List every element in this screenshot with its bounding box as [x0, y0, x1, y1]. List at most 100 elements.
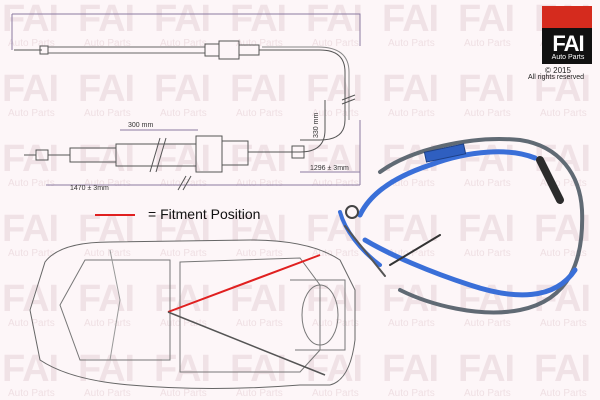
watermark-fai-text: FAI: [230, 68, 287, 110]
watermark-sub-text: Auto Parts: [388, 108, 435, 119]
rights-text: All rights reserved: [528, 74, 585, 81]
watermark-fai-text: FAI: [382, 68, 439, 110]
watermark-fai-text: FAI: [306, 138, 363, 180]
watermark-sub-text: Auto Parts: [312, 38, 359, 49]
logo-red-band: [542, 6, 592, 28]
watermark-fai-text: FAI: [382, 278, 439, 320]
watermark-sub-text: Auto Parts: [540, 388, 587, 399]
logo-text: FAI: [552, 31, 584, 56]
watermark-sub-text: Auto Parts: [540, 318, 587, 329]
watermark-sub-text: Auto Parts: [84, 178, 131, 189]
watermark-sub-text: Auto Parts: [236, 108, 283, 119]
watermark-fai-text: FAI: [458, 68, 515, 110]
watermark-fai-text: FAI: [306, 208, 363, 250]
watermark-sub-text: Auto Parts: [236, 318, 283, 329]
watermark-sub-text: Auto Parts: [8, 178, 55, 189]
watermark-sub-text: Auto Parts: [540, 178, 587, 189]
car-outline: [29, 239, 356, 389]
watermark-sub-text: Auto Parts: [388, 388, 435, 399]
watermark-sub-text: Auto Parts: [464, 248, 511, 259]
watermark-fai-text: FAI: [230, 208, 287, 250]
cable-route-line: [167, 311, 326, 376]
watermark-fai-text: FAI: [306, 68, 363, 110]
lower-cable-drawing: [24, 100, 361, 191]
watermark-fai-text: FAI: [154, 0, 211, 40]
watermark-sub-text: Auto Parts: [388, 248, 435, 259]
copyright-text: © 2015: [545, 66, 571, 75]
watermark-sub-text: Auto Parts: [540, 248, 587, 259]
watermark-fai-text: FAI: [534, 68, 591, 110]
watermark-sub-text: Auto Parts: [8, 248, 55, 259]
dim-1470: 1470 ± 3mm: [70, 185, 109, 192]
watermark-fai-text: FAI: [2, 68, 59, 110]
upper-cable-drawing: [11, 13, 361, 141]
watermark-fai-text: FAI: [458, 138, 515, 180]
watermark-fai-text: FAI: [534, 348, 591, 390]
watermark-fai-text: FAI: [2, 208, 59, 250]
watermark-sub-text: Auto Parts: [8, 108, 55, 119]
watermark-fai-text: FAI: [2, 348, 59, 390]
watermark-sub-text: Auto Parts: [84, 38, 131, 49]
watermark-sub-text: Auto Parts: [312, 388, 359, 399]
watermark-sub-text: Auto Parts: [464, 108, 511, 119]
watermark-fai-text: FAI: [2, 138, 59, 180]
fitment-line: [167, 254, 321, 313]
watermark-sub-text: Auto Parts: [236, 178, 283, 189]
watermark-sub-text: Auto Parts: [388, 318, 435, 329]
watermark-fai-text: FAI: [78, 348, 135, 390]
watermark-fai-text: FAI: [306, 0, 363, 40]
watermark-fai-text: FAI: [230, 0, 287, 40]
watermark-fai-text: FAI: [382, 0, 439, 40]
watermark-sub-text: Auto Parts: [8, 318, 55, 329]
dim-300: 300 mm: [128, 122, 153, 129]
watermark-sub-text: Auto Parts: [8, 38, 55, 49]
cable-photo: [338, 137, 585, 315]
watermark-sub-text: Auto Parts: [160, 108, 207, 119]
logo-subtext: Auto Parts: [551, 54, 585, 61]
watermark-sub-text: Auto Parts: [464, 318, 511, 329]
watermark-fai-text: FAI: [78, 68, 135, 110]
watermark-fai-text: FAI: [154, 208, 211, 250]
watermark-sub-text: Auto Parts: [464, 38, 511, 49]
watermark-fai-text: FAI: [458, 208, 515, 250]
watermark-fai-text: FAI: [230, 138, 287, 180]
watermark-fai-text: FAI: [382, 208, 439, 250]
watermark-fai-text: FAI: [458, 0, 515, 40]
watermark-sub-text: Auto Parts: [84, 318, 131, 329]
watermark-fai-text: FAI: [382, 348, 439, 390]
watermark-sub-text: Auto Parts: [312, 248, 359, 259]
watermark-sub-text: Auto Parts: [84, 388, 131, 399]
watermark-sub-text: Auto Parts: [84, 248, 131, 259]
spring-coil: [48, 46, 205, 54]
watermark-sub-text: Auto Parts: [160, 178, 207, 189]
watermark-sub-text: Auto Parts: [160, 248, 207, 259]
watermark-fai-text: FAI: [154, 68, 211, 110]
watermark-sub-text: Auto Parts: [464, 178, 511, 189]
dim-1296: 1296 ± 3mm: [310, 165, 349, 172]
dim-330: 330 mm: [313, 113, 320, 138]
